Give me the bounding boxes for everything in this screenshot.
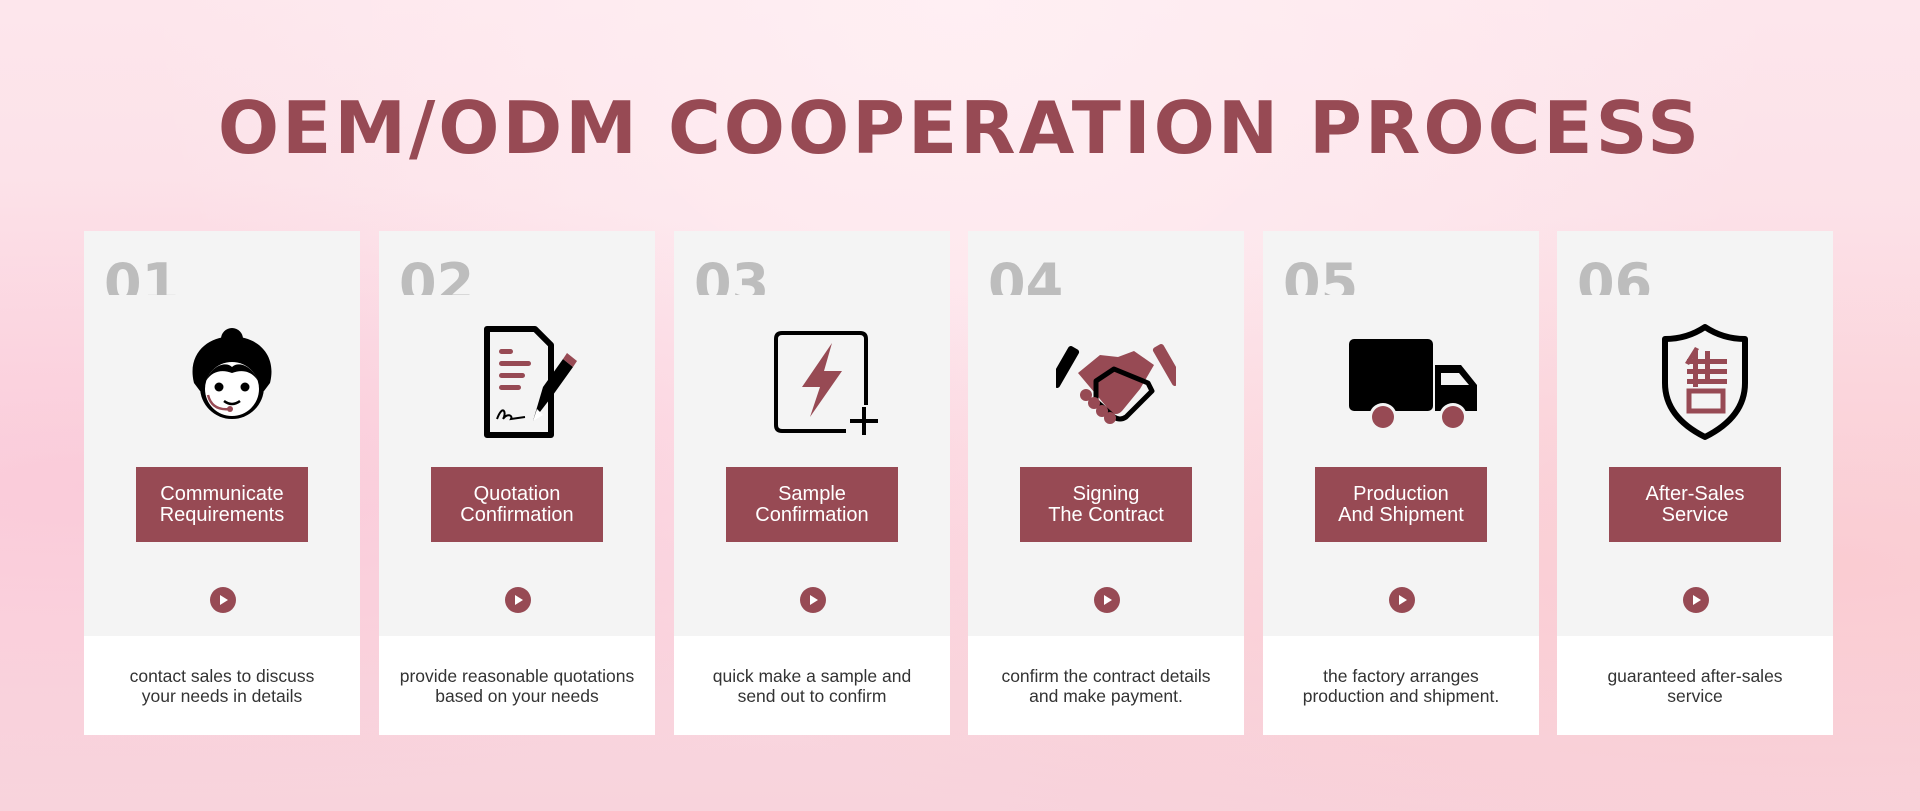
process-step-card: 05 Production And Shipment the factory a…	[1263, 231, 1539, 735]
step-number: 01	[104, 253, 180, 295]
step-number: 02	[399, 253, 475, 295]
play-button[interactable]	[1683, 587, 1709, 613]
step-number: 06	[1577, 253, 1653, 295]
lightning-add-icon	[762, 321, 882, 441]
step-description-box: confirm the contract details and make pa…	[968, 636, 1244, 735]
truck-icon	[1349, 321, 1477, 441]
step-description: the factory arranges production and ship…	[1302, 665, 1500, 706]
process-step-card: 01 Communicate Requirements contact sale…	[84, 231, 360, 735]
document-sign-icon	[467, 321, 587, 441]
step-description: provide reasonable quotations based on y…	[399, 665, 635, 706]
page-title: OEM/ODM COOPERATION PROCESS	[217, 86, 1703, 170]
play-button[interactable]	[1094, 587, 1120, 613]
step-description-box: quick make a sample and send out to conf…	[674, 636, 950, 735]
step-description-box: provide reasonable quotations based on y…	[379, 636, 655, 735]
step-description-box: contact sales to discuss your needs in d…	[84, 636, 360, 735]
process-step-card: 02 Quotation Confirmation provide reason…	[379, 231, 655, 735]
step-description-box: guaranteed after-sales service	[1557, 636, 1833, 735]
step-label: After-Sales Service	[1609, 467, 1781, 542]
handshake-icon	[1056, 321, 1176, 441]
step-description: guaranteed after-sales service	[1607, 665, 1783, 706]
play-button[interactable]	[210, 587, 236, 613]
step-description-box: the factory arranges production and ship…	[1263, 636, 1539, 735]
step-number: 04	[988, 253, 1064, 295]
step-description: contact sales to discuss your needs in d…	[129, 665, 315, 706]
step-description: confirm the contract details and make pa…	[1001, 665, 1211, 706]
step-number: 05	[1283, 253, 1359, 295]
process-step-card: 03 Sample Confirmation quick make a samp…	[674, 231, 950, 735]
step-label: Production And Shipment	[1315, 467, 1487, 542]
step-number: 03	[694, 253, 770, 295]
play-button[interactable]	[800, 587, 826, 613]
step-label: Communicate Requirements	[136, 467, 308, 542]
play-button[interactable]	[1389, 587, 1415, 613]
process-step-card: 04 Signing The Contract confirm the cont…	[968, 231, 1244, 735]
step-description: quick make a sample and send out to conf…	[712, 665, 912, 706]
play-button[interactable]	[505, 587, 531, 613]
process-step-card: 06 After-Sales Service guaranteed after-…	[1557, 231, 1833, 735]
step-label: Signing The Contract	[1020, 467, 1192, 542]
step-label: Quotation Confirmation	[431, 467, 603, 542]
step-label: Sample Confirmation	[726, 467, 898, 542]
customer-service-icon	[172, 321, 292, 441]
after-sales-shield-icon	[1645, 321, 1765, 441]
